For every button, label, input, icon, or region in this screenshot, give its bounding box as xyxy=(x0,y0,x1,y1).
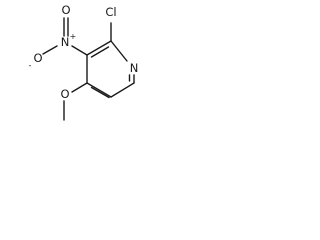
charge-label-nitro-nitrogen: + xyxy=(70,32,77,41)
bond-n-o-left xyxy=(42,45,58,55)
bond-c4-o-methoxy xyxy=(71,82,88,93)
substituent-bonds xyxy=(42,17,112,121)
bond-c3-n-nitro xyxy=(71,45,88,56)
charge-label-nitro-oxygen-left: - xyxy=(29,61,32,70)
atom-label-nitro-oxygen-left: O xyxy=(33,51,42,65)
atom-label-ring-nitrogen: N xyxy=(130,61,139,75)
bond-c2-c3-inner xyxy=(90,46,110,58)
bond-n1-c2 xyxy=(110,40,128,62)
bond-c4-c5 xyxy=(86,82,112,98)
bond-c5-c6 xyxy=(110,82,135,98)
atom-label-nitro-oxygen-top: O xyxy=(61,3,70,17)
bond-c4-c5-inner xyxy=(90,86,110,99)
atom-labels: Cl N N + O O - O xyxy=(29,3,139,101)
atom-label-methoxy-oxygen: O xyxy=(60,87,69,101)
pyridine-ring xyxy=(86,40,135,99)
bond-c2-c3 xyxy=(86,40,112,56)
chemical-structure-diagram: Cl N N + O O - O xyxy=(29,3,139,121)
atom-label-nitro-nitrogen: N xyxy=(61,35,70,49)
atom-label-chlorine: Cl xyxy=(105,5,116,19)
